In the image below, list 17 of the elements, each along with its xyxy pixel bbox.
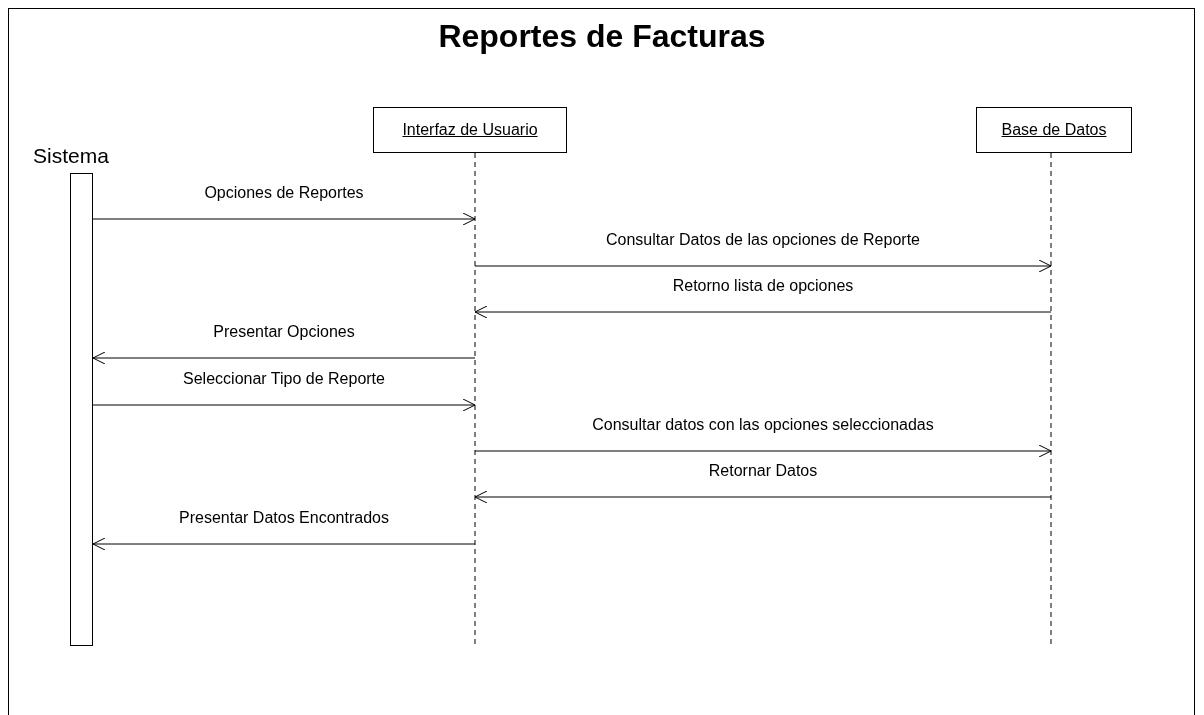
diagram-title: Reportes de Facturas: [437, 18, 767, 55]
message-arrow: [92, 212, 476, 226]
message-arrow: [474, 305, 1052, 319]
message-arrow: [474, 444, 1052, 458]
message-arrow: [474, 490, 1052, 504]
message-arrow: [92, 398, 476, 412]
participant-label: Sistema: [33, 144, 109, 168]
message-label: Presentar Opciones: [211, 323, 357, 341]
message-arrow: [92, 537, 476, 551]
message-arrow: [92, 351, 476, 365]
message-label: Consultar datos con las opciones seleccionadas: [590, 416, 936, 434]
message-label: Consultar Datos de las opciones de Reporte: [604, 231, 922, 249]
participant-box: Base de Datos: [976, 107, 1132, 153]
message-arrow: [474, 259, 1052, 273]
participant-box: Interfaz de Usuario: [373, 107, 567, 153]
message-label: Seleccionar Tipo de Reporte: [181, 370, 387, 388]
message-label: Opciones de Reportes: [202, 184, 366, 202]
